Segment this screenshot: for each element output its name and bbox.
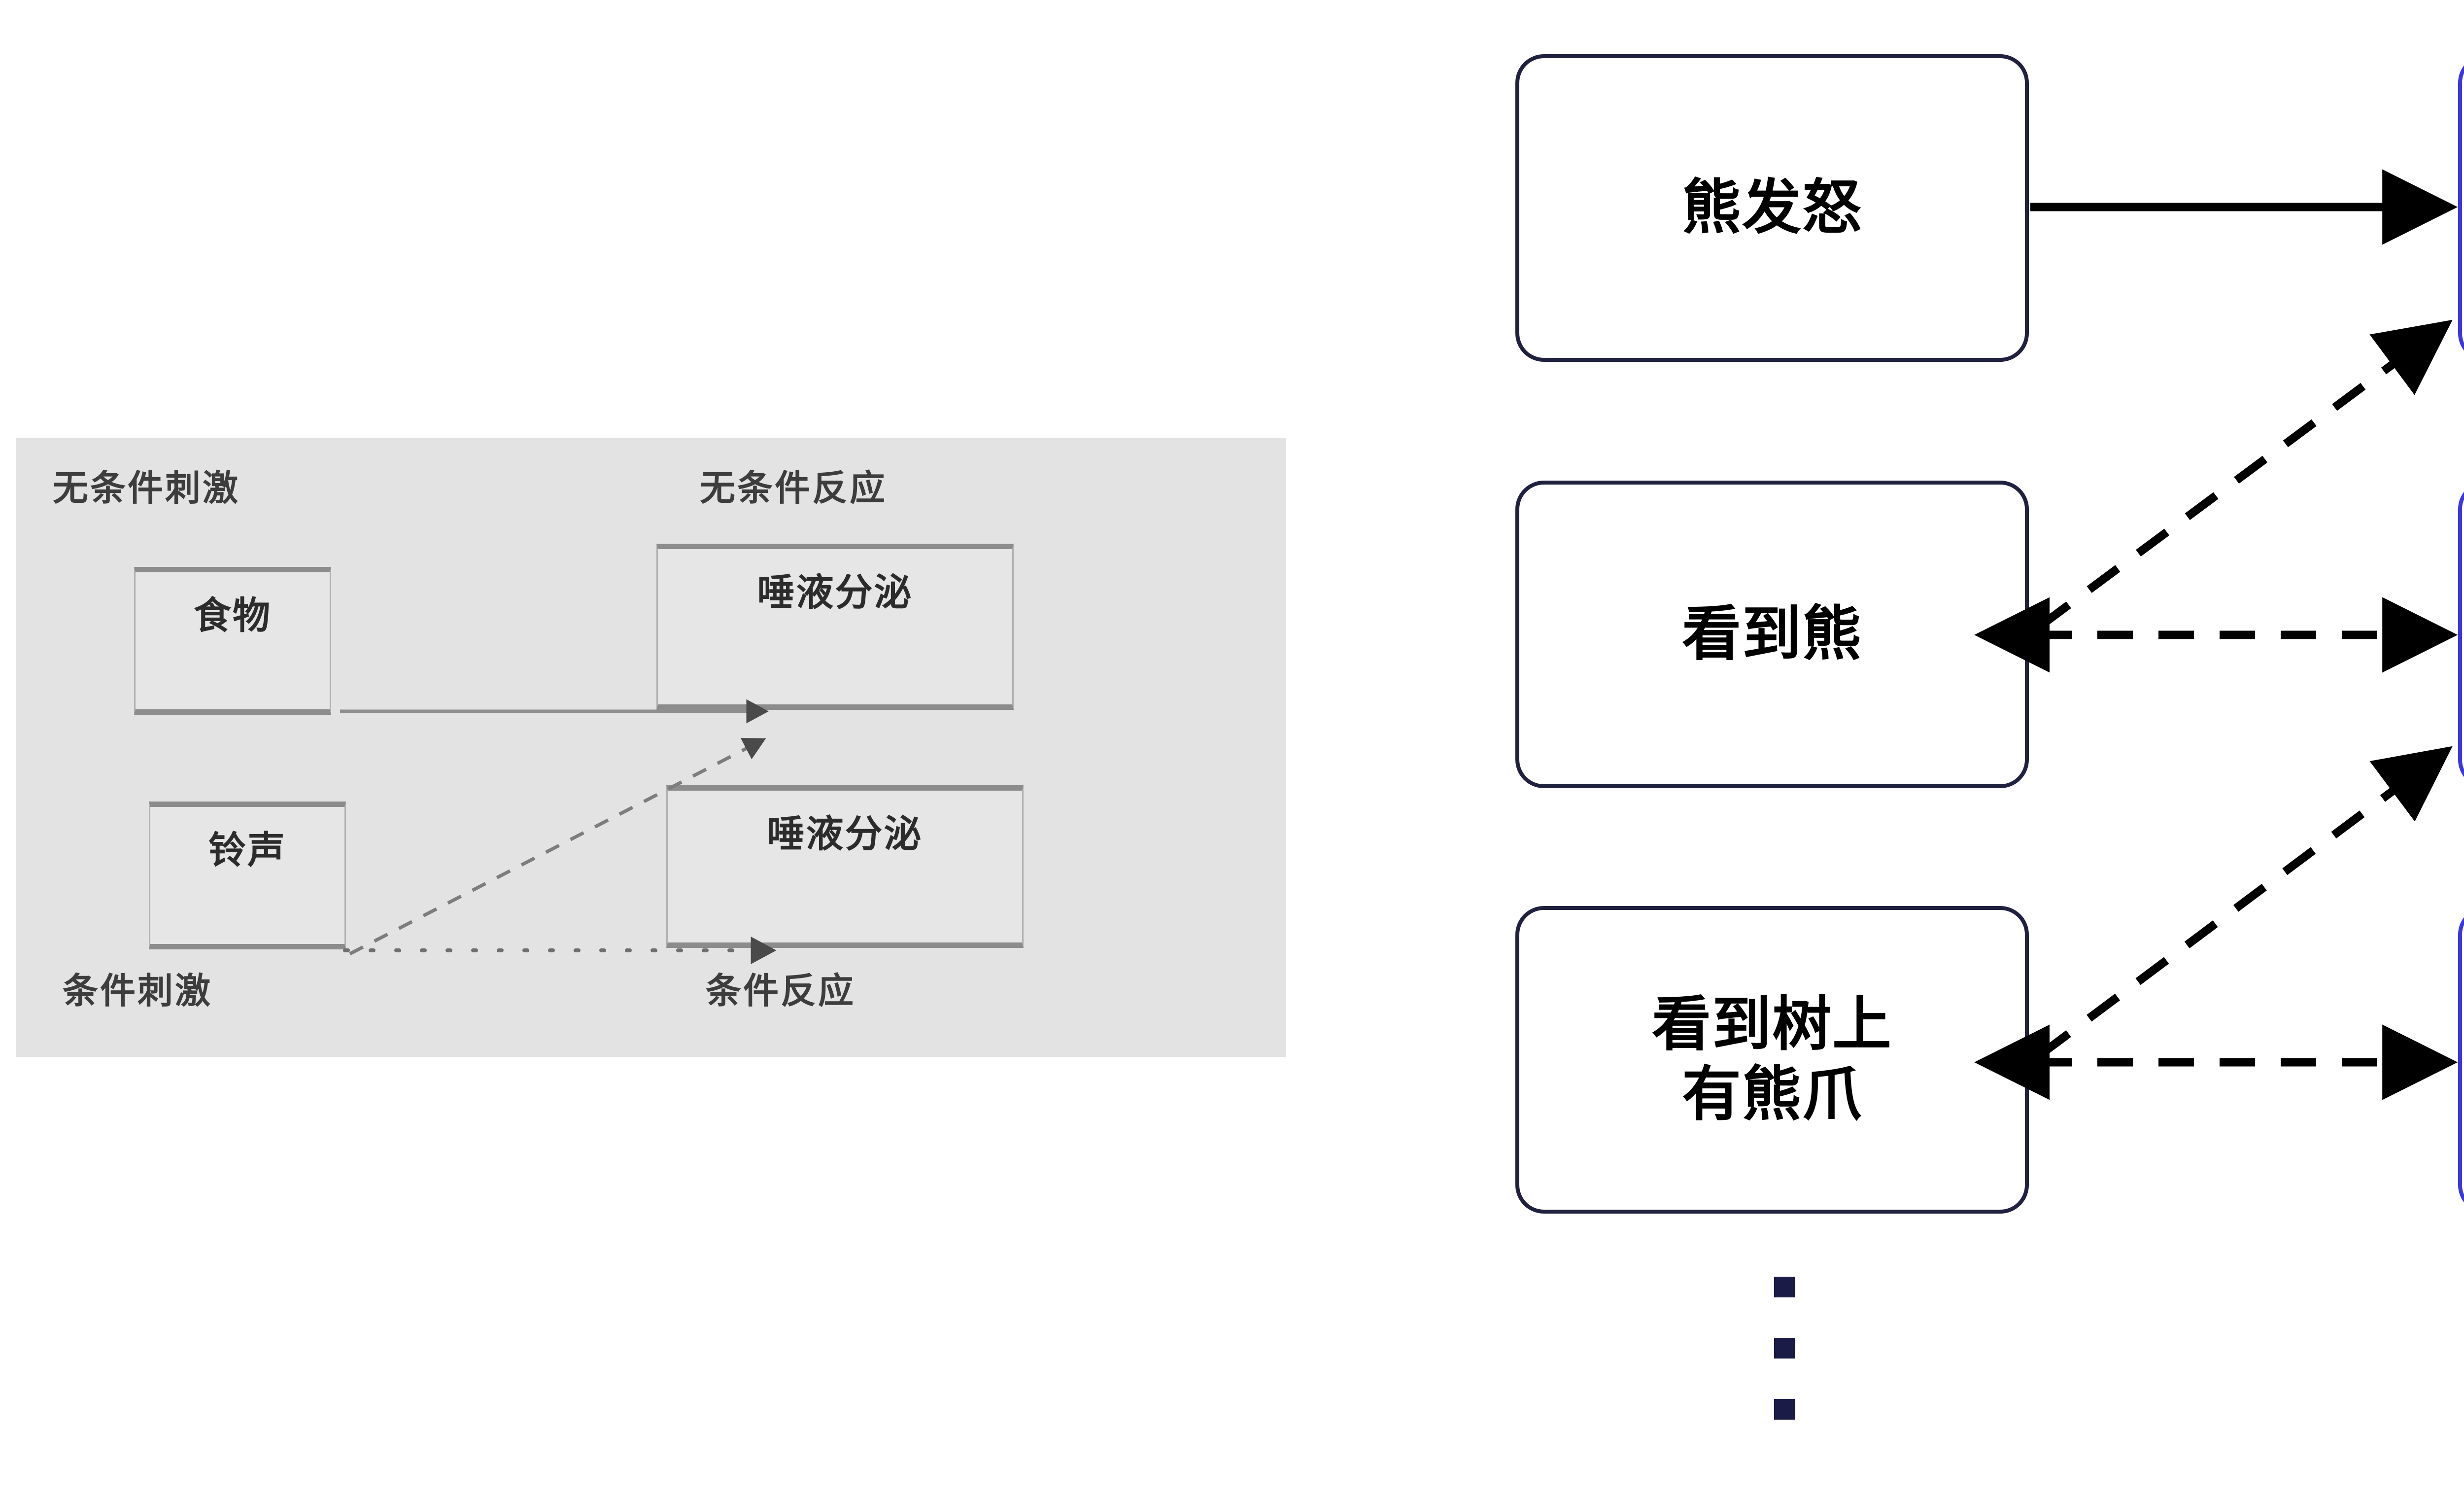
td-box-v-s-prime: V(s′)	[2458, 481, 2464, 788]
td-box-see-bear: 看到熊	[1515, 481, 2029, 788]
caption-conditioned-stimulus: 条件刺激	[63, 970, 213, 1011]
td-box-bear-angry: 熊发怒	[1515, 54, 2029, 362]
pavlov-box-salivation-conditioned: 唾液分泌	[666, 785, 1024, 948]
ellipsis-left-column	[1774, 1277, 1804, 1484]
pavlov-box-food-label: 食物	[194, 593, 272, 637]
pavlov-box-bell: 铃声	[149, 802, 346, 949]
td-arrow-see-claw-to-v-s-prime	[2037, 746, 2453, 1058]
ellipsis-dot	[1774, 1399, 1795, 1420]
ellipsis-dot	[1774, 1277, 1795, 1297]
td-box-see-claw-line2: 有熊爪	[1682, 1060, 1862, 1129]
caption-conditioned-response: 条件反应	[706, 970, 856, 1011]
td-box-reward: 奖励	[2458, 54, 2464, 362]
td-box-see-bear-label: 看到熊	[1682, 600, 1862, 669]
td-arrow-see-bear-to-reward	[2037, 319, 2453, 629]
ellipsis-dot	[1774, 1338, 1795, 1359]
caption-unconditioned-stimulus: 无条件刺激	[53, 467, 240, 509]
td-box-v-s: V(s)	[2458, 906, 2464, 1214]
pavlov-box-salivation-unconditioned: 唾液分泌	[656, 544, 1014, 710]
td-box-bear-angry-label: 熊发怒	[1682, 174, 1862, 243]
pavlov-box-salivation-unconditioned-label: 唾液分泌	[757, 570, 913, 614]
pavlov-box-salivation-conditioned-label: 唾液分泌	[767, 812, 923, 856]
pavlov-box-food: 食物	[134, 567, 331, 715]
pavlov-box-bell-label: 铃声	[208, 828, 286, 872]
td-box-see-claw-line1: 看到树上	[1652, 990, 1892, 1059]
td-box-see-claw-label: 看到树上 有熊爪	[1652, 990, 1892, 1129]
caption-unconditioned-response: 无条件反应	[700, 467, 888, 509]
pavlovian-conditioning-panel: 无条件刺激 无条件反应 条件刺激 条件反应 食物 唾液分泌 铃声 唾液分泌	[16, 438, 1286, 1057]
td-box-see-claw: 看到树上 有熊爪	[1515, 906, 2029, 1214]
